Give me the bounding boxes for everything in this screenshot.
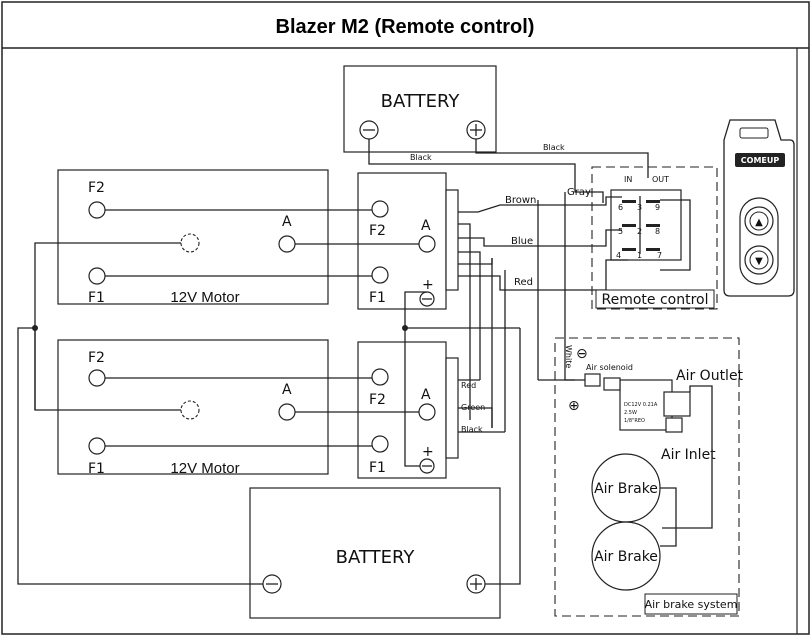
air-brake-2-label: Air Brake — [594, 549, 658, 565]
wire-black-top-label: Black — [410, 153, 432, 162]
air-solenoid-connector — [584, 373, 601, 387]
controller-top-harness — [458, 204, 538, 432]
motor-bottom-f2-terminal — [88, 369, 106, 387]
svg-text:2.5W: 2.5W — [624, 410, 637, 416]
remote-label-box — [595, 289, 715, 309]
motor-top-f2-terminal — [88, 201, 106, 219]
controller-top-f1-terminal — [371, 266, 389, 284]
air-pos-symbol: ⊕ — [568, 398, 580, 414]
air-brake-system-label: Air brake system — [645, 598, 738, 611]
remote-control-box — [591, 166, 718, 310]
svg-text:DC12V 0.21A: DC12V 0.21A — [624, 402, 658, 408]
air-solenoid-label: Air solenoid — [586, 363, 633, 372]
remote-out-label: OUT — [652, 175, 669, 184]
wire-gray-label: Gray — [567, 187, 591, 198]
air-brake-system-box — [554, 337, 740, 617]
motor-top-f1-terminal — [88, 267, 106, 285]
remote-control-label: Remote control — [602, 292, 709, 308]
controller-bottom-plus-label: + — [422, 444, 434, 460]
motor-top-f2-label: F2 — [88, 180, 105, 196]
controller-bottom-connector — [445, 357, 459, 459]
battery-top-label: BATTERY — [381, 91, 461, 112]
air-solenoid-body — [619, 379, 673, 431]
controller-bottom-harness — [458, 379, 505, 433]
motor-top-a-label: A — [282, 214, 292, 230]
air-brake-1-label: Air Brake — [594, 481, 658, 497]
arrow-down-icon: ▼ — [755, 256, 763, 267]
wire-black-top2-label: Black — [543, 143, 565, 152]
controller-bottom-a-label: A — [421, 387, 431, 403]
air-outlet-label: Air Outlet — [676, 368, 744, 384]
controller-top-connector — [445, 189, 459, 291]
motor-bottom-a-label: A — [282, 382, 292, 398]
controller-bottom-f1-label: F1 — [369, 460, 386, 476]
wire-red-label: Red — [514, 277, 533, 288]
remote-pins: 6 3 9 5 2 8 4 1 7 — [616, 196, 662, 260]
motor-wiring — [17, 209, 521, 585]
svg-text:1/8"REO: 1/8"REO — [624, 418, 645, 424]
controller-top-a-terminal — [418, 235, 436, 253]
controller-bottom-a-terminal — [418, 403, 436, 421]
controller-bottom-f2-terminal — [371, 368, 389, 386]
motor-bottom-a-terminal — [278, 403, 296, 421]
motor-bottom-f2-label: F2 — [88, 350, 105, 366]
controller-bottom-f1-terminal — [371, 435, 389, 453]
svg-text:7: 7 — [657, 251, 662, 260]
motor-bottom-rear-terminal — [180, 400, 200, 420]
controller-top-plus-label: + — [422, 277, 434, 293]
svg-text:9: 9 — [655, 203, 660, 212]
wire-red-lower-label: Red — [461, 381, 476, 390]
motor-top-f1-label: F1 — [88, 290, 105, 306]
remote-in-label: IN — [624, 175, 632, 184]
svg-text:5: 5 — [618, 227, 623, 236]
svg-text:1: 1 — [637, 251, 642, 260]
air-neg-symbol: ⊖ — [576, 346, 588, 362]
controller-top-f1-label: F1 — [369, 290, 386, 306]
air-inlet-label: Air Inlet — [661, 447, 716, 463]
remote-wiring — [538, 172, 691, 350]
wire-blue-label: Blue — [511, 236, 533, 247]
motor-bottom-f1-terminal — [88, 437, 106, 455]
battery-bottom-label: BATTERY — [336, 547, 416, 568]
motor-bottom-label: 12V Motor — [170, 460, 239, 477]
svg-text:4: 4 — [616, 251, 621, 260]
controller-top-f2-terminal — [371, 200, 389, 218]
controller-top-f2-label: F2 — [369, 223, 386, 239]
motor-top-rear-terminal — [180, 233, 200, 253]
motor-bottom-f1-label: F1 — [88, 461, 105, 477]
battery-bottom — [249, 487, 501, 619]
diagram-title: Blazer M2 (Remote control) — [276, 16, 535, 38]
fob-brand-label: COMEUP — [741, 156, 780, 165]
air-valve-block — [663, 391, 691, 417]
air-brake-2 — [591, 521, 661, 591]
arrow-up-icon: ▲ — [755, 217, 763, 228]
air-brake-system-label-box — [644, 593, 738, 615]
remote-fob: COMEUP ▲ ▼ — [723, 119, 795, 297]
svg-text:6: 6 — [618, 203, 623, 212]
wire-black-lower-label: Black — [461, 425, 483, 434]
wire-green-lower-label: Green — [461, 403, 485, 412]
wire-white-label: White — [564, 345, 573, 368]
svg-text:8: 8 — [655, 227, 660, 236]
wire-brown-label: Brown — [505, 195, 536, 206]
controller-top-a-label: A — [421, 218, 431, 234]
motor-top-a-terminal — [278, 235, 296, 253]
controller-bottom-f2-label: F2 — [369, 392, 386, 408]
air-inlet-fitting — [665, 417, 683, 433]
air-solenoid-coil — [603, 377, 621, 391]
motor-top-label: 12V Motor — [170, 289, 239, 306]
